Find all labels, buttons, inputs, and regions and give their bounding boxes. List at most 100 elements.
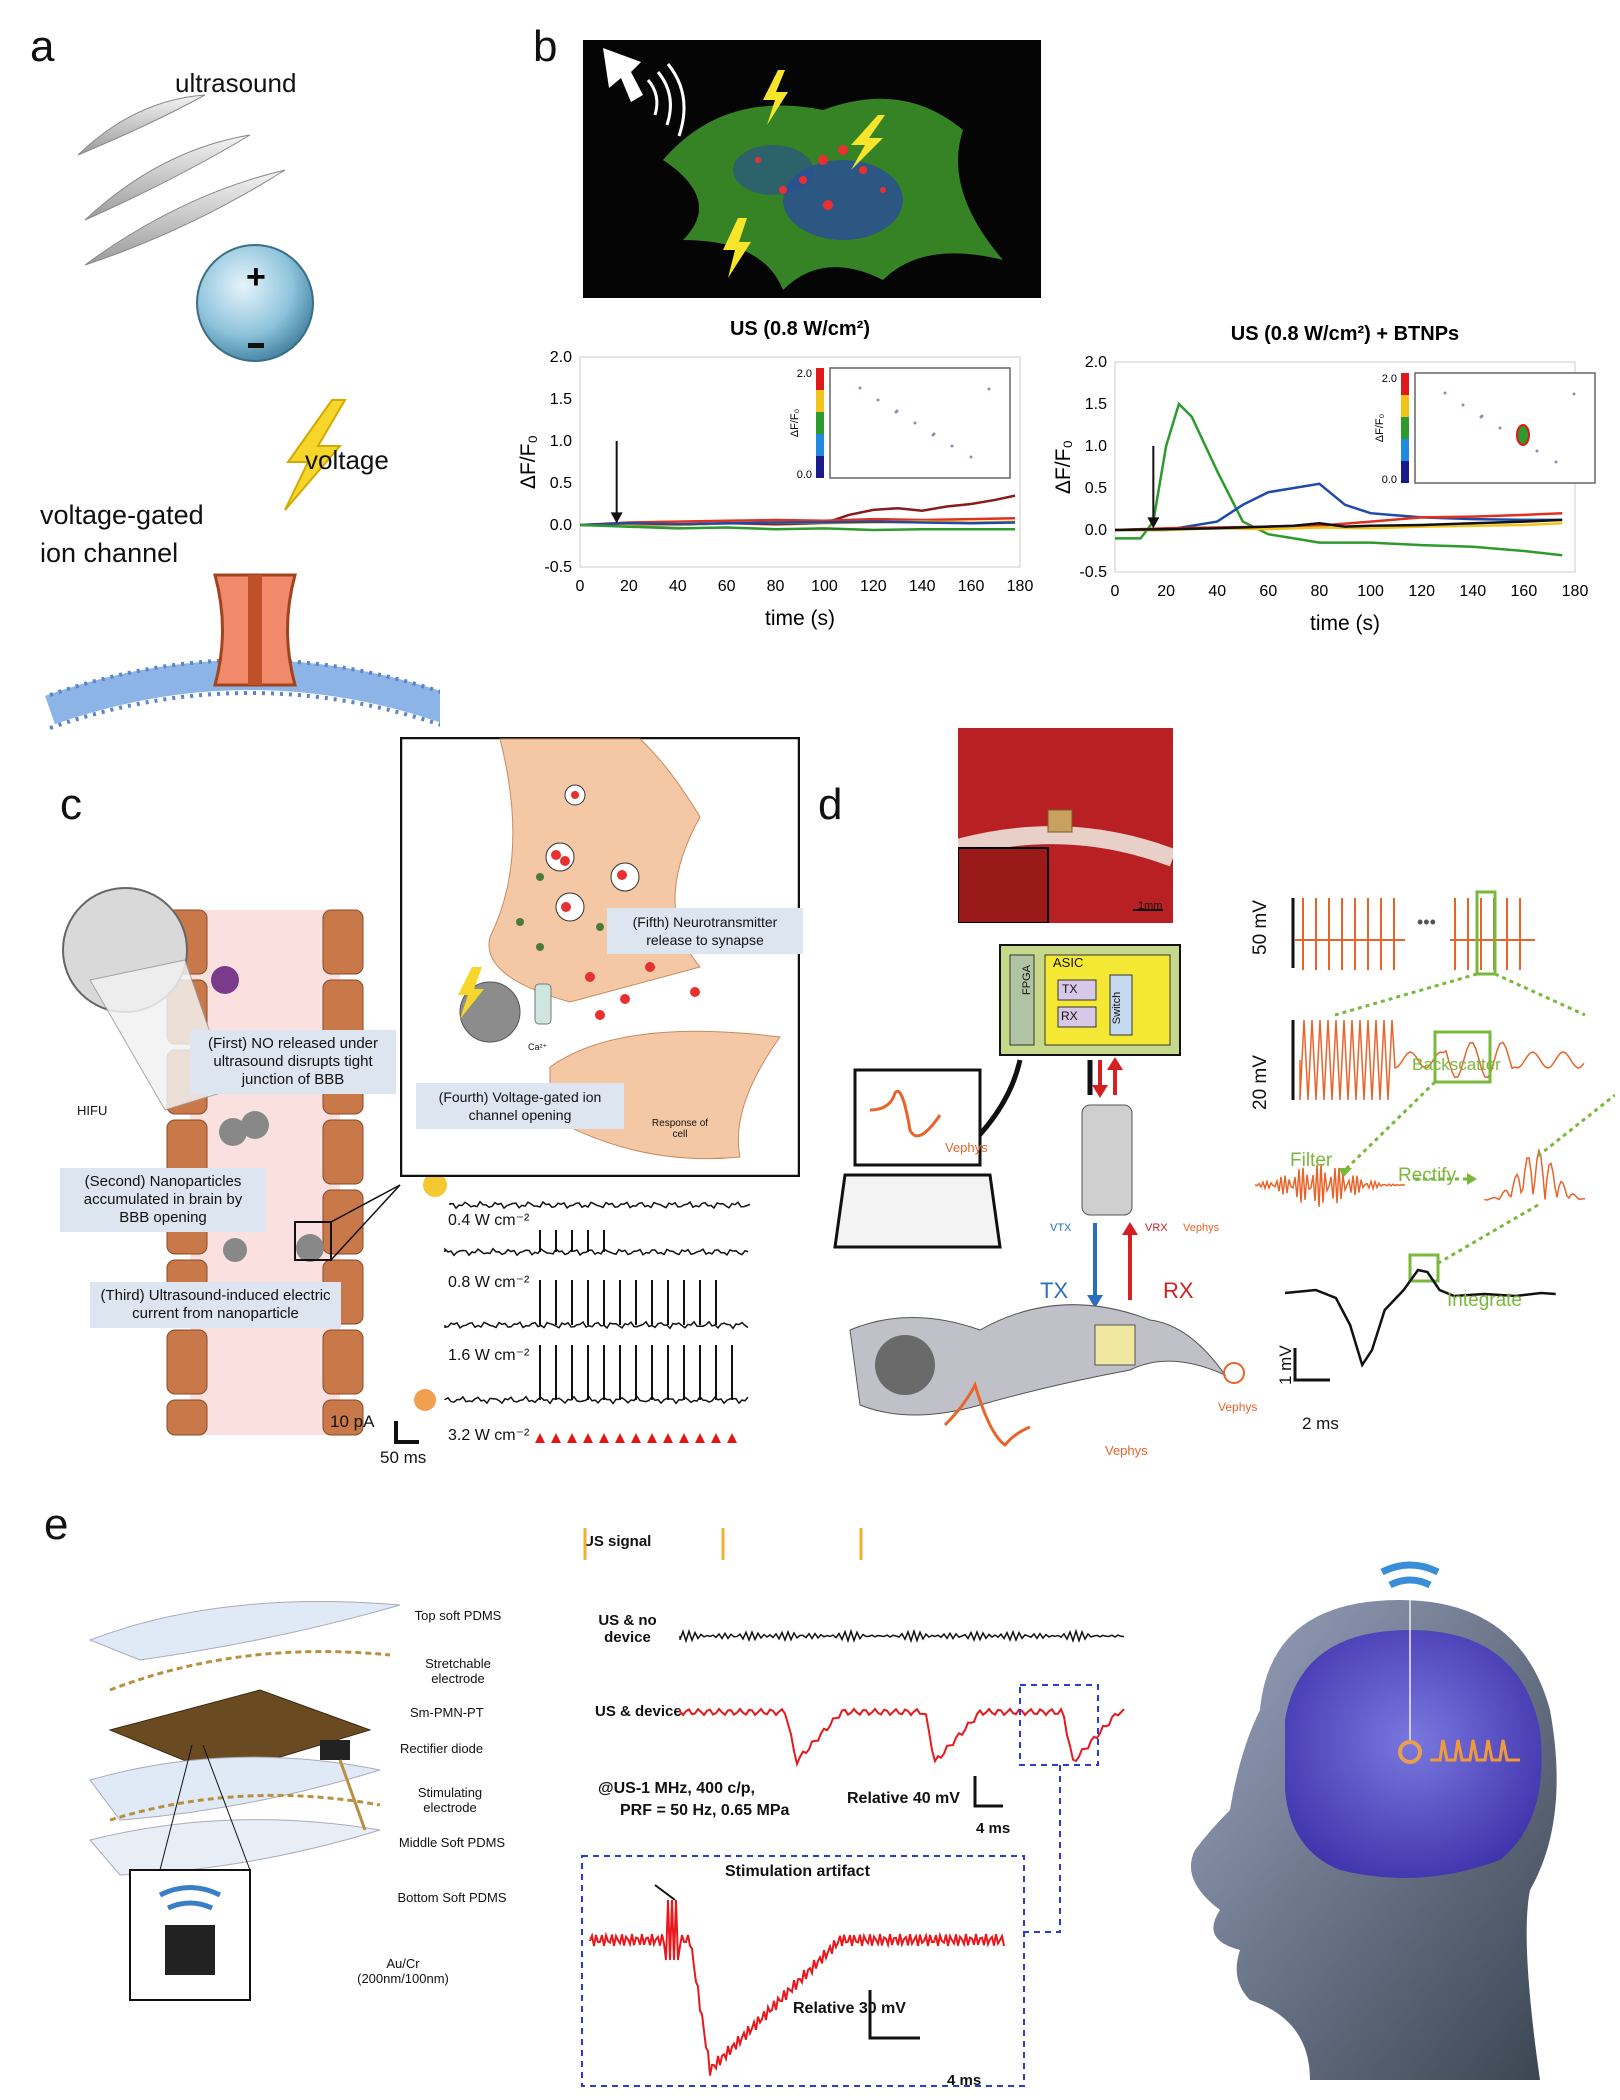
device-trace — [679, 1707, 1125, 1768]
inset-colorbar — [816, 368, 824, 478]
colorbar-segment-1 — [1401, 395, 1409, 417]
hifu-label: HIFU — [77, 1103, 108, 1118]
y-tick-4: 1.5 — [550, 391, 572, 408]
integrated-trace — [1284, 1268, 1556, 1368]
zoom-line-1a — [1334, 972, 1478, 1017]
x-tick-1: 20 — [620, 578, 638, 595]
current-trace-1 — [444, 1247, 749, 1257]
inset-speck-0 — [858, 386, 862, 390]
y-axis-label: ΔF/F₀ — [517, 435, 540, 489]
step-4-label: (Fourth) Voltage-gated ion channel openi… — [416, 1083, 624, 1129]
zoom-box-e — [1019, 1684, 1099, 1766]
inset-label: ΔF/F₀ — [1374, 414, 1386, 442]
intensity-label-1: 0.4 W cm⁻² — [448, 1212, 530, 1229]
inset-colorbar — [1401, 373, 1409, 483]
stim-marker-6 — [631, 1433, 641, 1443]
series-line-3 — [579, 520, 1016, 527]
intensity-label-3: 1.6 W cm⁻² — [448, 1347, 530, 1364]
x-axis-label: time (s) — [1310, 612, 1380, 635]
panel-a-illustration: + — [45, 94, 440, 730]
rectify-label: Rectify — [1398, 1165, 1457, 1186]
ultrasound-label: ultrasound — [175, 68, 297, 98]
device-traces — [581, 1528, 1125, 2087]
scale-bar-1mv — [1293, 1348, 1330, 1382]
x-tick-5: 100 — [1357, 583, 1384, 600]
fluorescence-image — [583, 40, 1041, 298]
colorbar-segment-0 — [1401, 373, 1409, 395]
relative-30mv-label: Relative 30 mV — [793, 2000, 906, 2017]
inset-hotspot — [1516, 424, 1530, 446]
inset-speck-0 — [1443, 391, 1447, 395]
stim-marker-8 — [663, 1433, 673, 1443]
fpga-label: FPGA — [1020, 965, 1033, 995]
intensity-label-4: 3.2 W cm⁻² — [448, 1427, 530, 1444]
inset-box-e — [581, 1855, 1025, 2087]
scale-bar-30mv — [868, 1990, 920, 2040]
inset-scale-min: 0.0 — [797, 469, 812, 481]
zoom-box-3 — [1408, 1253, 1440, 1283]
inset-speck-5 — [1498, 426, 1502, 430]
x-tick-2: 40 — [1208, 583, 1226, 600]
inset-connector — [1024, 1765, 1061, 1933]
inset-speck-9 — [931, 433, 935, 437]
x-tick-3: 60 — [1259, 583, 1277, 600]
endothelial-cells-right — [322, 909, 364, 1436]
inset-speck-3 — [969, 455, 973, 459]
colorbar-segment-3 — [1401, 439, 1409, 461]
colorbar-segment-4 — [816, 456, 824, 478]
scale-bar-c — [394, 1421, 419, 1444]
scale-current: 10 pA — [330, 1412, 375, 1431]
backscatter-trace — [1299, 1019, 1585, 1101]
x-tick-0: 0 — [576, 578, 585, 595]
x-tick-1: 20 — [1157, 583, 1175, 600]
stim-marker-1 — [551, 1433, 561, 1443]
rectify-arrow-head — [1467, 1173, 1477, 1185]
series-line-1 — [579, 517, 1016, 527]
chart-title: US (0.8 W/cm²) — [730, 318, 870, 340]
voltage-bolt-icon — [284, 399, 347, 511]
inset-speck-3 — [1554, 460, 1558, 464]
stim-marker-7 — [647, 1433, 657, 1443]
chart-title: US (0.8 W/cm²) + BTNPs — [1231, 323, 1459, 345]
device-photo — [958, 728, 1173, 923]
colorbar-segment-2 — [816, 412, 824, 434]
current-trace-0 — [449, 1200, 751, 1210]
tx-box-label: TX — [1062, 982, 1078, 996]
zoom-box — [294, 1221, 332, 1261]
panel-d-schematic — [833, 944, 1245, 1447]
laptop-screen — [853, 1068, 982, 1167]
y-tick-3: 1.0 — [1085, 438, 1107, 455]
v-ephys-rx-label: Vephys — [1183, 1222, 1220, 1234]
series-line-4 — [1114, 518, 1563, 532]
scale-20mv: 20 mV — [1250, 1055, 1271, 1110]
stim-marker-10 — [695, 1433, 705, 1443]
relative-40mv-label: Relative 40 mV — [847, 1790, 960, 1807]
step-2-label: (Second) Nanoparticles accumulated in br… — [60, 1168, 266, 1232]
scale-50mv: 50 mV — [1250, 900, 1271, 955]
series-line-4 — [579, 523, 1016, 532]
layer-label-2: Stretchable electrode — [425, 1656, 491, 1686]
step-1-label: (First) NO released under ultrasound dis… — [190, 1030, 396, 1094]
rx-box-label: RX — [1061, 1009, 1078, 1023]
backscatter-traces — [1255, 890, 1615, 1382]
stim-marker-4 — [599, 1433, 609, 1443]
panel-letter-b: b — [533, 22, 558, 71]
stim-marker-0 — [535, 1433, 545, 1443]
layer-label-5: Stimulating electrode — [417, 1785, 483, 1815]
y-tick-1: 0.0 — [550, 517, 572, 534]
y-tick-4: 1.5 — [1085, 396, 1107, 413]
x-tick-7: 140 — [909, 578, 936, 595]
stim-marker-3 — [583, 1433, 593, 1443]
inset-speck-7 — [1572, 392, 1576, 396]
filter-arrow — [1343, 1080, 1437, 1172]
tx-label: TX — [1040, 1278, 1069, 1303]
colorbar-segment-0 — [816, 368, 824, 390]
layer-label-7: Bottom Soft PDMS — [397, 1890, 507, 1905]
inset-frame — [829, 367, 1011, 479]
bolt-icon-1 — [763, 70, 788, 125]
calcium-label: Ca²⁺ — [528, 1042, 548, 1052]
y-tick-0: -0.5 — [1079, 564, 1107, 581]
layer-label-8: Au/Cr (200nm/100nm) — [357, 1956, 449, 1986]
v-ephys-laptop-label: Vephys — [945, 1140, 988, 1155]
inset-speck-6 — [950, 444, 954, 448]
